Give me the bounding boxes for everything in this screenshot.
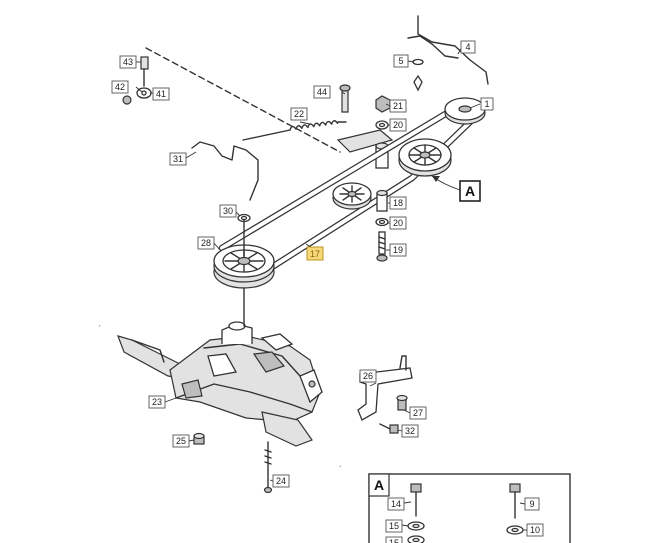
transmission-pulley (213, 219, 275, 289)
callout-44: 44 (313, 85, 331, 99)
tension-spring (242, 120, 347, 141)
callout-17-label: 17 (310, 249, 320, 259)
callout-42: 42 (111, 80, 129, 94)
callout-31-label: 31 (173, 154, 183, 164)
callout-27-label: 27 (413, 408, 423, 418)
callout-24-label: 24 (276, 476, 286, 486)
transaxle (99, 287, 341, 467)
belt-guide-wire (191, 141, 259, 201)
callout-43: 43 (119, 55, 137, 69)
axle-bolt (263, 441, 273, 494)
brake-bracket (357, 355, 413, 434)
callout-10: 10 (526, 523, 544, 537)
callout-15-lower: 15 (385, 536, 403, 543)
callout-21: 21 (389, 99, 407, 113)
callout-22: 22 (290, 107, 308, 121)
callout-4: 4 (460, 40, 476, 54)
detail-inset-a: A 14 15 15 9 (368, 473, 571, 543)
callout-43-label: 43 (123, 57, 133, 67)
callout-18-label: 18 (393, 198, 403, 208)
callout-30-label: 30 (223, 206, 233, 216)
callout-10-label: 10 (530, 525, 540, 535)
detail-inset-a-label: A (374, 477, 384, 493)
callout-1: 1 (480, 97, 494, 111)
callout-9-label: 9 (529, 499, 534, 509)
callout-26: 26 (359, 369, 377, 383)
idler-pulley-right (398, 138, 452, 177)
callout-19-label: 19 (393, 245, 403, 255)
callout-20-upper: 20 (389, 118, 407, 132)
transmission-pulley-washer (237, 213, 251, 223)
callout-32: 32 (401, 424, 419, 438)
callout-41-label: 41 (156, 89, 166, 99)
callout-18: 18 (389, 196, 407, 210)
engine-pulley (444, 97, 486, 125)
control-cable (145, 47, 341, 153)
callout-23: 23 (148, 395, 166, 409)
idler-pulley-center (332, 182, 372, 210)
callout-17-highlighted: 17 (306, 246, 324, 261)
callout-31: 31 (169, 152, 187, 166)
pivot-bolt-stack (375, 189, 389, 262)
callout-32-label: 32 (405, 426, 415, 436)
callout-15-upper: 15 (385, 519, 403, 533)
callout-42-label: 42 (115, 82, 125, 92)
callout-20-upper-label: 20 (393, 120, 403, 130)
callout-15-upper-label: 15 (389, 521, 399, 531)
callout-25-label: 25 (176, 436, 186, 446)
callout-20-lower: 20 (389, 216, 407, 230)
callout-14: 14 (387, 497, 405, 511)
callout-14-label: 14 (391, 499, 401, 509)
callout-4-label: 4 (465, 42, 470, 52)
callout-1-label: 1 (484, 99, 489, 109)
callout-28: 28 (197, 236, 215, 250)
callout-19: 19 (389, 243, 407, 257)
callout-27: 27 (409, 406, 427, 420)
callout-28-label: 28 (201, 238, 211, 248)
detail-reference-a: A (459, 180, 481, 202)
callout-25: 25 (172, 434, 190, 448)
callout-24: 24 (272, 474, 290, 488)
callout-5: 5 (393, 54, 409, 68)
callout-22-label: 22 (294, 109, 304, 119)
control-rod (407, 15, 489, 92)
leader-lines (135, 46, 481, 482)
callout-21-label: 21 (393, 101, 403, 111)
drain-plug (193, 432, 205, 445)
callout-5-label: 5 (398, 56, 403, 66)
callout-23-label: 23 (152, 397, 162, 407)
callout-44-label: 44 (317, 87, 327, 97)
callout-41: 41 (152, 87, 170, 101)
callout-26-label: 26 (363, 371, 373, 381)
idler-bracket (336, 84, 394, 153)
callout-20-lower-label: 20 (393, 218, 403, 228)
callout-30: 30 (219, 204, 237, 218)
callout-15-lower-label: 15 (389, 538, 399, 543)
detail-reference-a-label: A (465, 183, 475, 199)
callout-9: 9 (524, 497, 540, 511)
